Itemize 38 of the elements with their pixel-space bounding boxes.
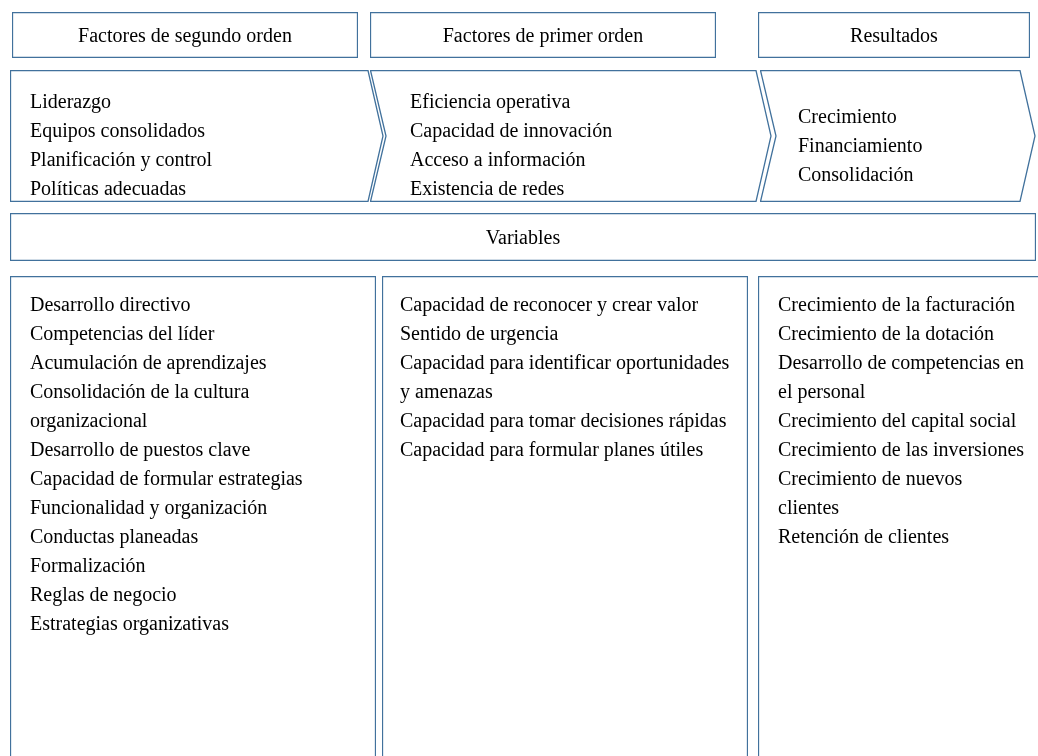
list-item: Consolidación de la cultura organizacional [30,379,251,434]
list-item: Eficiencia operativa [410,89,572,115]
list-item: Capacidad de formular estrategias [30,466,303,492]
list-item: Desarrollo directivo [30,292,191,317]
list-item: Financiamiento [798,133,923,158]
list-item: Crecimiento de la facturación [778,292,1016,317]
list-item: Crecimiento de nuevos clientes [778,466,964,520]
list-item: Capacidad para tomar decisiones rápidas [400,408,727,434]
list-item: Acceso a información [410,147,587,172]
list-item: Competencias del líder [30,321,215,347]
list-item: Capacidad de reconocer y crear valor [400,292,699,318]
list-item: Capacidad para identificar oportunidades y amenazas [400,350,731,405]
list-item: Crecimiento del capital social [778,408,1017,434]
list-item: Crecimiento de la dotación [778,321,995,346]
list-item: Existencia de redes [410,176,566,201]
list-item: Liderazgo [30,89,113,115]
heading-text: Resultados [850,22,938,48]
list-item: Crecimiento [798,104,898,129]
list-item: Consolidación [798,162,915,187]
heading-text: Factores de segundo orden [78,22,292,49]
list-item: Reglas de negocio [30,582,177,608]
heading-text: Variables [485,224,561,250]
list-item: Acumulación de aprendizajes [30,350,267,376]
list-item: Crecimiento de las inversiones [778,437,1025,462]
list-item: Planificación y control [30,147,213,173]
list-item: Capacidad para formular planes útiles [400,437,704,463]
list-item: Capacidad de innovación [410,118,613,144]
list-item: Formalización [30,553,146,578]
list-item: Sentido de urgencia [400,321,559,347]
list-item: Desarrollo de puestos clave [30,437,251,463]
list-item: Funcionalidad y organización [30,495,268,521]
heading-text: Factores de primer orden [442,22,644,49]
list-item: Retención de clientes [778,524,950,549]
list-item: Políticas adecuadas [30,176,188,201]
list-item: Desarrollo de competencias en el personal [778,350,1025,405]
list-item: Equipos consolidados [30,118,206,144]
list-item: Conductas planeadas [30,524,199,550]
list-item: Estrategias organizativas [30,611,229,637]
